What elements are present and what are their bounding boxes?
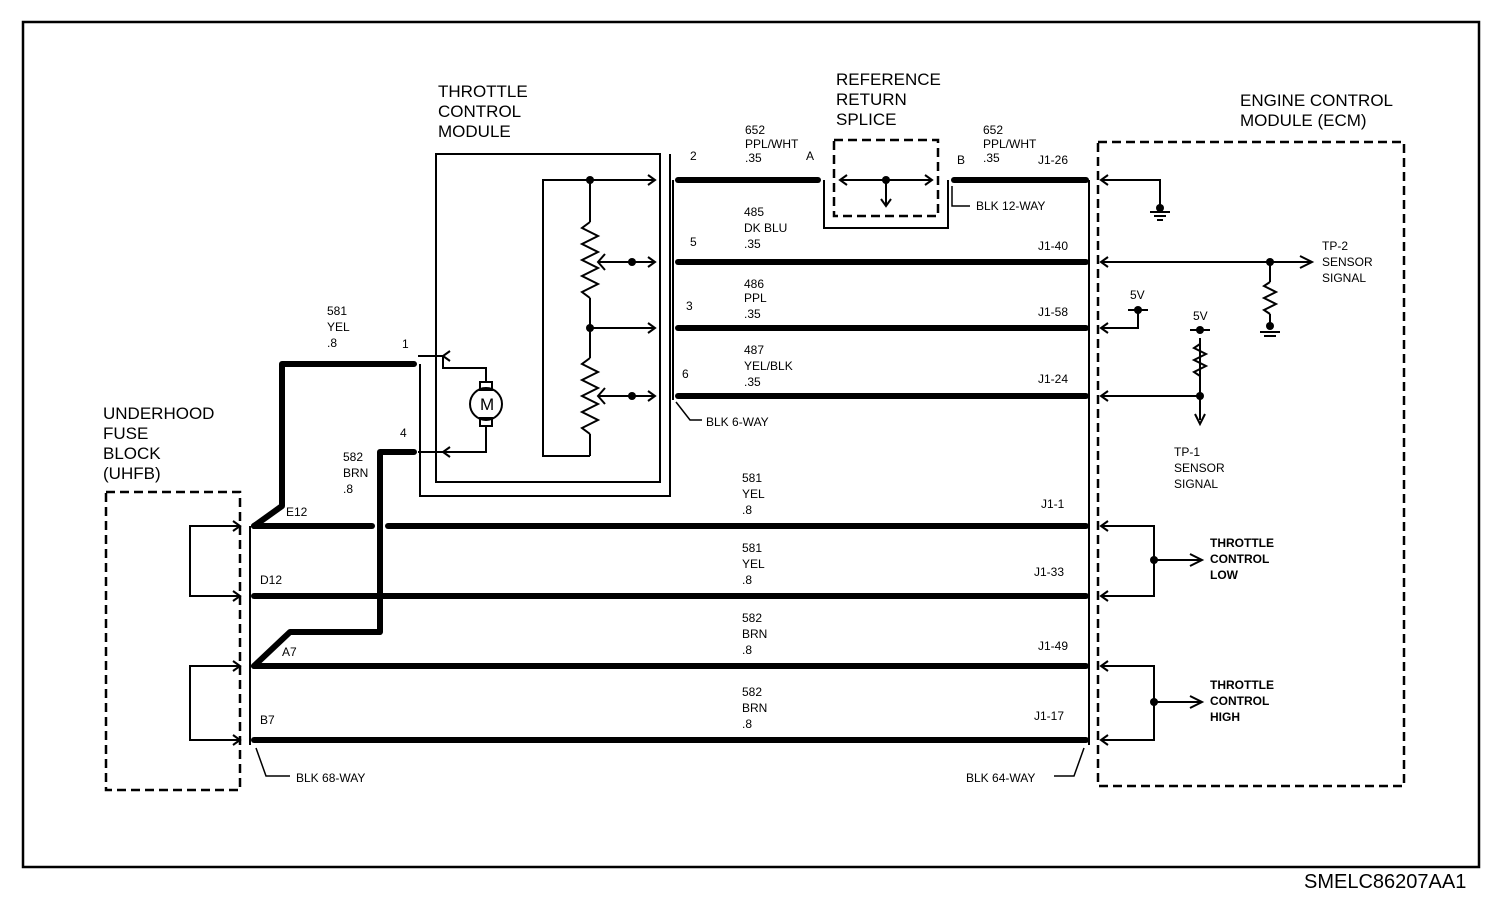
ecm-pin-j1-26: J1-26 <box>1038 153 1068 167</box>
connector-leaders <box>255 186 1085 777</box>
ecm-internals: 5V 5V <box>1101 179 1315 741</box>
throttle-motor: M <box>418 350 503 458</box>
tp1-label-3: SIGNAL <box>1174 477 1218 491</box>
tp2-label-1: TP-2 <box>1322 239 1348 253</box>
uhfb-title-1: UNDERHOOD <box>103 404 214 423</box>
tc-low-label-3: LOW <box>1210 568 1239 582</box>
tp1-label-2: SENSOR <box>1174 461 1225 475</box>
w581top-2: YEL <box>327 320 350 334</box>
tc-low-label-1: THROTTLE <box>1210 536 1274 550</box>
motor-label: M <box>480 395 494 414</box>
w582top-2: BRN <box>343 466 368 480</box>
connector-blk-6-way: BLK 6-WAY <box>706 415 769 429</box>
tcm-pin-1: 1 <box>402 337 409 351</box>
ecm-pin-j1-49: J1-49 <box>1038 639 1068 653</box>
w581e-1: 581 <box>742 471 762 485</box>
ecm-pin-j1-58: J1-58 <box>1038 305 1068 319</box>
splice-pin-a: A <box>806 149 814 163</box>
w486-1: 486 <box>744 277 764 291</box>
w581e-2: YEL <box>742 487 765 501</box>
harness-wires <box>249 154 1090 745</box>
w487-2: YEL/BLK <box>744 359 793 373</box>
w582b-1: 582 <box>742 685 762 699</box>
w582b-2: BRN <box>742 701 767 715</box>
tc-high-label-1: THROTTLE <box>1210 678 1274 692</box>
tcm-pin-3: 3 <box>686 299 693 313</box>
diagram-id: SMELC86207AA1 <box>1304 871 1466 893</box>
w581d-3: .8 <box>742 573 752 587</box>
reference-return-splice-box <box>832 138 940 218</box>
w581d-1: 581 <box>742 541 762 555</box>
w652a-3: .35 <box>745 151 762 165</box>
tcm-pin-4: 4 <box>400 426 407 440</box>
splice-title-2: RETURN <box>836 90 907 109</box>
w652b-1: 652 <box>983 123 1003 137</box>
w582a-1: 582 <box>742 611 762 625</box>
w485-3: .35 <box>744 237 761 251</box>
tcm-title-3: MODULE <box>438 122 511 141</box>
w485-2: DK BLU <box>744 221 787 235</box>
uhfb-internals <box>189 520 242 746</box>
ecm-pin-j1-33: J1-33 <box>1034 565 1064 579</box>
w652b-3: .35 <box>983 151 1000 165</box>
5v-label-a: 5V <box>1130 288 1145 302</box>
w581d-2: YEL <box>742 557 765 571</box>
tps-sensor-assembly <box>542 174 657 457</box>
diagram-border <box>21 20 1481 869</box>
uhfb-pin-e12: E12 <box>286 505 308 519</box>
w485-1: 485 <box>744 205 764 219</box>
5v-label-b: 5V <box>1193 309 1208 323</box>
tp1-label-1: TP-1 <box>1174 445 1200 459</box>
tcm-title-2: CONTROL <box>438 102 521 121</box>
tc-high-label-3: HIGH <box>1210 710 1240 724</box>
w581e-3: .8 <box>742 503 752 517</box>
ecm-connector-ticks <box>1099 174 1109 746</box>
tc-high-label-2: CONTROL <box>1210 694 1269 708</box>
connector-blk-64-way: BLK 64-WAY <box>966 771 1035 785</box>
tcm-title-1: THROTTLE <box>438 82 528 101</box>
tp2-label-2: SENSOR <box>1322 255 1373 269</box>
w487-3: .35 <box>744 375 761 389</box>
w487-1: 487 <box>744 343 764 357</box>
uhfb-pin-a7: A7 <box>282 645 297 659</box>
connector-blk-68-way: BLK 68-WAY <box>296 771 365 785</box>
tcm-pin-5: 5 <box>690 235 697 249</box>
splice-internals <box>823 174 949 229</box>
w582top-1: 582 <box>343 450 363 464</box>
tp2-label-3: SIGNAL <box>1322 271 1366 285</box>
tcm-pin-2: 2 <box>690 149 697 163</box>
w582b-3: .8 <box>742 717 752 731</box>
w581top-3: .8 <box>327 336 337 350</box>
ecm-pin-j1-17: J1-17 <box>1034 709 1064 723</box>
w486-3: .35 <box>744 307 761 321</box>
ecm-pin-j1-40: J1-40 <box>1038 239 1068 253</box>
ecm-title-2: MODULE (ECM) <box>1240 111 1367 130</box>
tc-low-label-2: CONTROL <box>1210 552 1269 566</box>
splice-pin-b: B <box>957 153 965 167</box>
ecm-pin-j1-1: J1-1 <box>1041 497 1065 511</box>
ecm-pin-j1-24: J1-24 <box>1038 372 1068 386</box>
splice-title-3: SPLICE <box>836 110 896 129</box>
w582a-2: BRN <box>742 627 767 641</box>
splice-title-1: REFERENCE <box>836 70 941 89</box>
w652b-2: PPL/WHT <box>983 137 1037 151</box>
w652a-2: PPL/WHT <box>745 137 799 151</box>
w582top-3: .8 <box>343 482 353 496</box>
throttle-control-module-box <box>435 153 661 483</box>
w652a-1: 652 <box>745 123 765 137</box>
connector-blk-12-way: BLK 12-WAY <box>976 199 1045 213</box>
uhfb-pin-d12: D12 <box>260 573 282 587</box>
w581top-1: 581 <box>327 304 347 318</box>
uhfb-title-3: BLOCK <box>103 444 161 463</box>
w486-2: PPL <box>744 291 767 305</box>
tcm-pin-6: 6 <box>682 367 689 381</box>
w582a-3: .8 <box>742 643 752 657</box>
uhfb-title-4: (UHFB) <box>103 464 161 483</box>
uhfb-pin-b7: B7 <box>260 713 275 727</box>
uhfb-title-2: FUSE <box>103 424 148 443</box>
ecm-title-1: ENGINE CONTROL <box>1240 91 1393 110</box>
uhfb-box <box>104 490 242 792</box>
